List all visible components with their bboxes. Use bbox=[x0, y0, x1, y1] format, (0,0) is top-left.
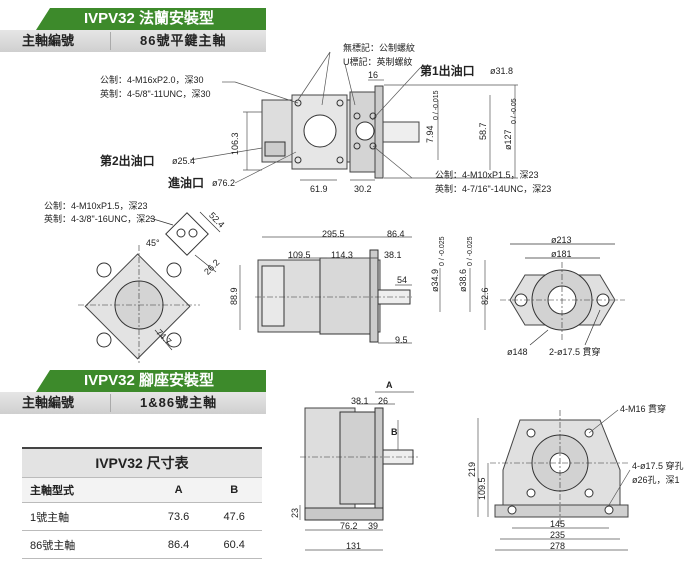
outlet1-dia: ø31.8 bbox=[490, 66, 514, 76]
foot-front-dims bbox=[477, 409, 631, 551]
table-cell: 86.4 bbox=[150, 530, 207, 559]
dim-26: 26 bbox=[378, 396, 389, 406]
dim-38-1: 38.1 bbox=[384, 250, 402, 260]
dim-82-6: 82.6 bbox=[480, 287, 490, 305]
dim-145: 145 bbox=[550, 519, 566, 529]
section1-shaft-bar: 主軸編號 86號平鍵主軸 bbox=[0, 30, 266, 52]
section2-shaft-bar: 主軸編號 1&86號主軸 bbox=[0, 392, 266, 414]
note-imperial-thread: U標記：英制螺紋 bbox=[343, 57, 413, 67]
dim-foot-38-1: 38.1 bbox=[351, 396, 369, 406]
dim-34-9-tol: 0 / -0.025 bbox=[439, 236, 446, 266]
top-note-br-imperial: 英制：4-7/16"-14UNC，深23 bbox=[435, 184, 552, 194]
table-header-b: B bbox=[206, 477, 262, 503]
foot-front-view bbox=[490, 410, 630, 525]
section2-title: IVPV32 腳座安裝型 bbox=[36, 370, 266, 392]
dim-angle-45: 45° bbox=[146, 238, 160, 248]
dim-295-5: 295.5 bbox=[322, 229, 345, 239]
top-note-metric: 公制：4-M16xP2.0，深30 bbox=[100, 75, 204, 85]
mount-flange-detail bbox=[149, 211, 221, 273]
dim-m16: 4-M16 貫穿 bbox=[620, 404, 667, 414]
inlet-label: 進油口 bbox=[168, 176, 205, 190]
side-view-dims bbox=[239, 236, 486, 344]
table-cell: 73.6 bbox=[150, 502, 207, 531]
dim-39: 39 bbox=[368, 521, 379, 531]
table-row: 1號主軸 73.6 47.6 bbox=[22, 502, 262, 531]
dim-9-5: 9.5 bbox=[395, 335, 408, 345]
dim-219: 219 bbox=[467, 461, 477, 477]
dim-7-94-tol: 0 / -0.015 bbox=[433, 90, 440, 120]
dim-B: B bbox=[391, 427, 398, 437]
dim-hole-17-5: 4-ø17.5 穿孔 bbox=[632, 461, 684, 471]
table-header-a: A bbox=[150, 477, 207, 503]
dim-114-3: 114.3 bbox=[331, 250, 353, 260]
top-note-br-metric: 公制：4-M10xP1.5，深23 bbox=[435, 170, 539, 180]
divider bbox=[110, 32, 111, 50]
foot-side-view bbox=[300, 407, 420, 521]
dim-holes: 2-ø17.5 貫穿 bbox=[549, 347, 601, 357]
section2-shaft-label: 主軸編號 bbox=[22, 395, 75, 410]
dim-34-9: ø34.9 bbox=[430, 268, 440, 292]
foot-side-dims bbox=[299, 391, 414, 551]
dim-127-tol: 0 / -0.05 bbox=[511, 98, 518, 124]
dim-16: 16 bbox=[368, 70, 379, 80]
dim-86-4: 86.4 bbox=[387, 229, 405, 239]
dim-106-3: 106.3 bbox=[230, 132, 240, 155]
divider bbox=[110, 394, 111, 412]
dim-7-94: 7.94 bbox=[425, 125, 435, 143]
table-title: IVPV32 尺寸表 bbox=[22, 447, 262, 478]
section1-shaft-value: 86號平鍵主軸 bbox=[140, 33, 227, 48]
dim-131: 131 bbox=[346, 541, 362, 551]
dim-278: 278 bbox=[550, 541, 566, 551]
side-view-pump bbox=[255, 249, 412, 343]
dim-23: 23 bbox=[290, 507, 300, 518]
table-cell: 47.6 bbox=[206, 502, 262, 531]
dim-76-2: 76.2 bbox=[340, 521, 358, 531]
dim-213: ø213 bbox=[551, 235, 572, 245]
side-note-imperial: 英制：4-3/8"-16UNC，深23 bbox=[44, 214, 156, 224]
section2-shaft-value: 1&86號主軸 bbox=[140, 395, 218, 410]
side-note-metric: 公制：4-M10xP1.5，深23 bbox=[44, 201, 148, 211]
table-cell: 86號主軸 bbox=[22, 530, 151, 559]
table-cell: 1號主軸 bbox=[22, 502, 151, 531]
dim-A: A bbox=[386, 380, 393, 390]
dim-109-5: 109.5 bbox=[288, 250, 311, 260]
dim-30-2: 30.2 bbox=[354, 184, 372, 194]
outlet1-label: 第1出油口 bbox=[420, 64, 475, 78]
dim-181: ø181 bbox=[551, 249, 572, 259]
dim-235: 235 bbox=[550, 530, 566, 540]
dim-58-7: 58.7 bbox=[478, 122, 488, 140]
note-metric-thread: 無標記：公制螺紋 bbox=[343, 43, 416, 53]
dim-38-6: ø38.6 bbox=[458, 268, 468, 292]
dim-counterbore: ø26孔，深1 bbox=[632, 475, 680, 485]
outlet2-label: 第2出油口 bbox=[100, 154, 155, 168]
dim-148: ø148 bbox=[507, 347, 528, 357]
dim-54: 54 bbox=[397, 275, 408, 285]
dim-38-6-tol: 0 / -0.025 bbox=[467, 236, 474, 266]
table-cell: 60.4 bbox=[206, 530, 262, 559]
section1-banner: IVPV32 法蘭安裝型 主軸編號 86號平鍵主軸 bbox=[0, 8, 300, 52]
inlet-dia: ø76.2 bbox=[212, 178, 236, 188]
table-header-shaft: 主軸型式 bbox=[22, 477, 151, 503]
flange-front-view bbox=[78, 245, 200, 365]
dim-61-9: 61.9 bbox=[310, 184, 328, 194]
outlet2-dia: ø25.4 bbox=[172, 156, 196, 166]
section2-banner: IVPV32 腳座安裝型 主軸編號 1&86號主軸 bbox=[0, 370, 300, 414]
section1-title: IVPV32 法蘭安裝型 bbox=[36, 8, 266, 30]
top-note-imperial: 英制：4-5/8"-11UNC，深30 bbox=[100, 89, 211, 99]
dim-88-9: 88.9 bbox=[229, 287, 239, 305]
dimension-table: IVPV32 尺寸表 主軸型式 A B 1號主軸 73.6 47.6 86號主軸… bbox=[22, 447, 262, 559]
dim-127: ø127 bbox=[503, 129, 513, 150]
dim-109-5-foot: 109.5 bbox=[477, 477, 487, 500]
front-view-flange bbox=[500, 243, 625, 346]
top-view-leaders bbox=[189, 51, 518, 184]
section1-shaft-label: 主軸編號 bbox=[22, 33, 75, 48]
table-row: 86號主軸 86.4 60.4 bbox=[22, 530, 262, 559]
top-view-pump bbox=[261, 85, 420, 179]
